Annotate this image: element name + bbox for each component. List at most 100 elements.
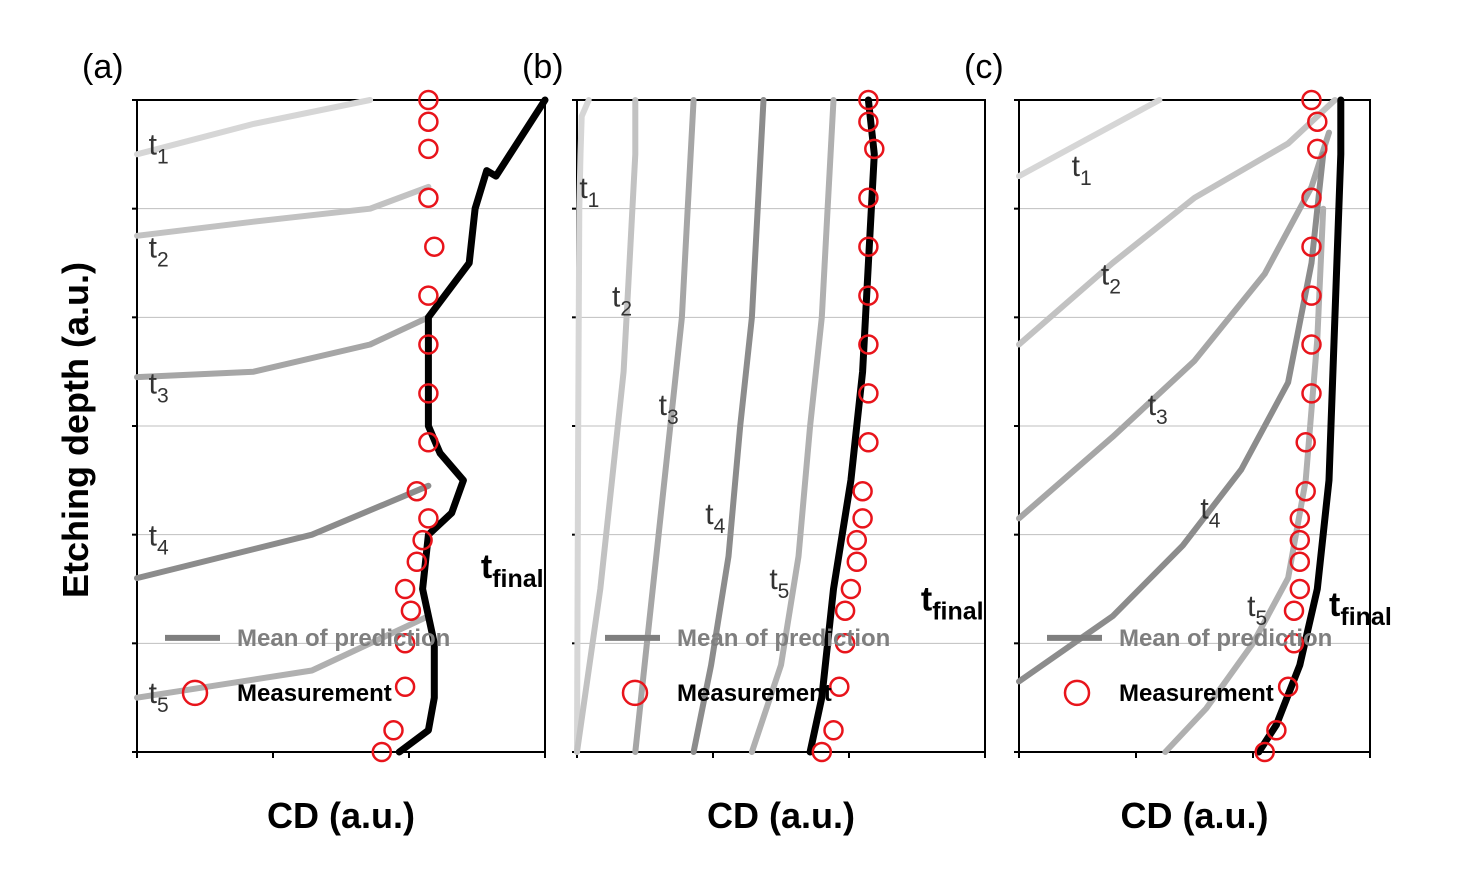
- measurement-point: [834, 600, 856, 621]
- measurement-point: [1289, 551, 1311, 573]
- series-label-t1-main: t: [1072, 150, 1081, 183]
- measurement-point: [418, 138, 439, 160]
- series-line-t2: [574, 97, 639, 755]
- measurement-point: [418, 432, 439, 453]
- series-line-final: [395, 96, 549, 756]
- legend-mean-label: Mean of prediction: [677, 625, 890, 652]
- series-label-t2: t2: [612, 280, 632, 320]
- series-label-t1: t1: [1072, 150, 1092, 190]
- series-label-t2: t2: [149, 232, 169, 272]
- series-label-t1-main: t: [579, 172, 588, 205]
- measurement-point: [1295, 480, 1316, 502]
- measurement-point: [834, 633, 856, 654]
- legend-measurement-swatch: [1063, 679, 1091, 707]
- series-label-t4-main: t: [1200, 492, 1209, 525]
- series-label-t2-main: t: [149, 232, 158, 265]
- series-line-t1: [574, 97, 592, 755]
- series-label-t4-sub: 4: [157, 537, 169, 560]
- measurement-point: [846, 529, 868, 551]
- measurement-point: [1301, 187, 1322, 209]
- legend-measurement-label: Measurement: [677, 680, 832, 707]
- measurement-point: [858, 432, 879, 453]
- series-line-t2: [1016, 97, 1338, 348]
- series-line-final: [1255, 96, 1345, 756]
- measurement-point: [1301, 89, 1322, 111]
- measurement-point: [1277, 676, 1299, 698]
- series-label-t1: t1: [149, 128, 169, 168]
- measurement-point: [424, 236, 445, 257]
- series-label-t2-sub: 2: [157, 249, 169, 272]
- measurement-point: [858, 111, 879, 132]
- series-label-t5: t5: [769, 563, 789, 603]
- legend-measurement-swatch: [621, 679, 649, 707]
- series-label-t4: t4: [1200, 492, 1220, 532]
- final-label-main: t: [921, 581, 932, 619]
- series-line-t3: [1016, 129, 1332, 522]
- measurement-point: [1301, 236, 1322, 257]
- measurement-point: [394, 578, 416, 600]
- measurement-point: [864, 138, 885, 160]
- measurement-point: [394, 633, 416, 654]
- legend-measurement-swatch: [181, 679, 209, 707]
- series-label-t3: t3: [659, 389, 679, 429]
- measurement-point: [858, 285, 879, 306]
- series-line-t1: [134, 97, 374, 158]
- final-label-sub: final: [932, 598, 983, 626]
- measurement-point: [1254, 741, 1275, 763]
- series-label-t4-main: t: [149, 520, 158, 553]
- series-label-t4: t4: [149, 520, 169, 560]
- series-label-t5-sub: 5: [157, 694, 169, 717]
- measurement-point: [858, 383, 879, 404]
- series-label-t2: t2: [1101, 259, 1121, 299]
- measurement-point: [383, 720, 404, 741]
- measurement-point: [858, 89, 879, 111]
- series-label-t3: t3: [1148, 389, 1168, 429]
- measurement-point: [858, 334, 879, 355]
- series-label-t5: t5: [1247, 590, 1267, 630]
- legend-measurement-label: Measurement: [1119, 680, 1274, 707]
- measurement-point: [823, 720, 844, 741]
- measurement-point: [1283, 633, 1305, 654]
- series-label-t3-main: t: [1148, 389, 1157, 422]
- legend-mean-label: Mean of prediction: [1119, 625, 1332, 652]
- measurement-point: [858, 236, 879, 257]
- series-line-t5: [134, 613, 432, 701]
- series-label-t5-sub: 5: [1255, 607, 1267, 630]
- measurement-point: [1289, 508, 1311, 529]
- measurement-point: [371, 741, 393, 763]
- series-label-t3-main: t: [149, 367, 158, 400]
- final-label-sub: final: [1340, 603, 1391, 631]
- measurement-point: [418, 187, 439, 209]
- measurement-point: [840, 578, 862, 600]
- series-label-t4-main: t: [705, 498, 714, 531]
- measurement-point: [418, 111, 439, 132]
- series-line-t3: [632, 97, 697, 755]
- series-label-t2-sub: 2: [1109, 276, 1121, 299]
- series-line-t4: [1016, 151, 1327, 685]
- y-axis-label: Etching depth (a.u.): [55, 262, 96, 598]
- measurement-point: [406, 551, 428, 573]
- measurement-point: [418, 334, 439, 355]
- series-label-t3: t3: [149, 367, 169, 407]
- final-label: tfinal: [1329, 586, 1392, 631]
- series-label-t3-main: t: [659, 389, 668, 422]
- measurement-point: [1283, 600, 1305, 621]
- series-label-t1-sub: 1: [588, 189, 600, 212]
- series-label-t4: t4: [705, 498, 725, 538]
- measurement-point: [400, 600, 422, 621]
- series-label-t5-main: t: [1247, 590, 1256, 623]
- measurement-point: [811, 741, 833, 763]
- measurement-point: [1301, 334, 1322, 355]
- series-label-t4-sub: 4: [1209, 509, 1221, 532]
- series-label-t4-sub: 4: [714, 515, 726, 538]
- measurement-point: [418, 285, 439, 306]
- series-line-t1: [1016, 97, 1163, 180]
- measurement-point: [1301, 285, 1322, 306]
